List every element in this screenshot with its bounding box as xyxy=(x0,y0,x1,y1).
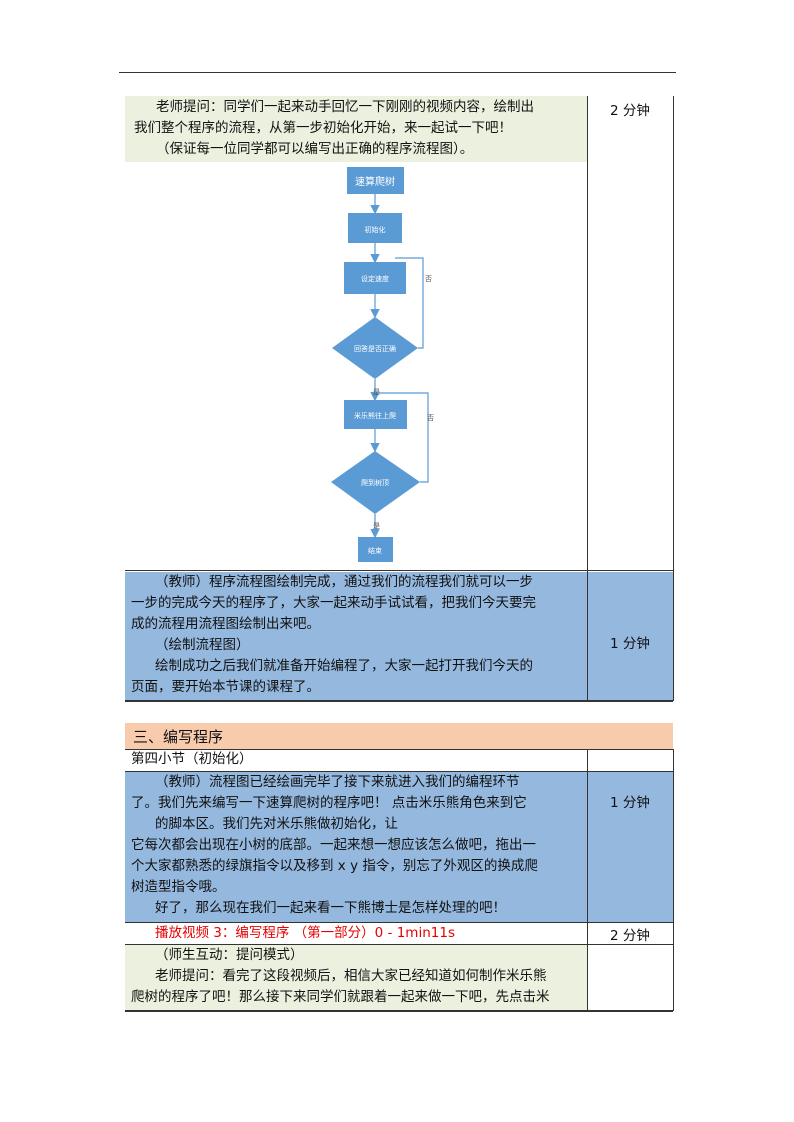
flow-no-label-2: 否 xyxy=(427,414,434,422)
text-line: 老师提问：看完了这段视频后，相信大家已经知道如何制作米乐熊 xyxy=(155,968,547,984)
text-line: （师生互动：提问模式） xyxy=(155,947,304,963)
text-line: 一步的完成今天的程序了，大家一起来动手试试看，把我们今天要完 xyxy=(131,595,536,611)
section3-subheader: 第四小节（初始化） xyxy=(131,751,253,767)
flow-set-box xyxy=(344,262,406,294)
section2-time-cell xyxy=(587,572,673,701)
interaction-text: （师生互动：提问模式） 老师提问：看完了这段视频后，相信大家已经知道如何制作米乐… xyxy=(131,945,585,1008)
flow-top-diamond xyxy=(331,451,420,514)
section1-time: 2 分钟 xyxy=(610,103,650,119)
text-line: 老师提问：同学们一起来动手回忆一下刚刚的视频内容，绘制出 xyxy=(156,99,534,115)
video-time: 2 分钟 xyxy=(610,928,650,944)
section3-text: （教师）流程图已经绘画完毕了接下来就进入我们的编程环节 了。我们先来编写一下速算… xyxy=(131,772,585,919)
section3-time: 1 分钟 xyxy=(610,795,650,811)
section3-header-cell xyxy=(125,723,673,749)
interaction-cell xyxy=(125,945,587,1011)
flow-judge-label: 回答是否正确 xyxy=(354,344,396,353)
section2-text-cell xyxy=(125,572,587,701)
flow-init-box xyxy=(348,213,402,243)
text-line: 我们整个程序的流程，从第一步初始化开始，来一起试一下吧！ xyxy=(134,120,512,136)
text-line: 个大家都熟悉的绿旗指令以及移到 x y 指令，别忘了外观区的换成爬 xyxy=(131,858,538,874)
section2-text: （教师）程序流程图绘制完成，通过我们的流程我们就可以一步 一步的完成今天的程序了… xyxy=(131,572,585,698)
text-line: （保证每一位同学都可以编写出正确的程序流程图）。 xyxy=(156,141,474,157)
section2-time: 1 分钟 xyxy=(610,636,650,652)
text-line: （教师）流程图已经绘画完毕了接下来就进入我们的编程环节 xyxy=(155,774,520,790)
section3-time-cell xyxy=(587,772,673,922)
text-line: （绘制流程图） xyxy=(155,637,250,653)
flow-move-label: 米乐熊往上爬 xyxy=(354,411,396,420)
flow-end-label: 结束 xyxy=(368,546,382,555)
section1-question-text: 老师提问：同学们一起来动手回忆一下刚刚的视频内容，绘制出 我们整个程序的流程，从… xyxy=(134,97,584,160)
flow-end-box xyxy=(358,537,393,562)
flow-init-label: 初始化 xyxy=(365,225,386,234)
text-line: 树造型指令哦。 xyxy=(131,879,226,895)
text-line: 爬树的程序了吧！那么接下来同学们就跟着一起来做一下吧，先点击米 xyxy=(131,989,550,1005)
flow-yes-label-1: 是 xyxy=(373,388,380,396)
page-header-rule xyxy=(119,72,676,73)
flow-start-label: 速算爬树 xyxy=(355,175,395,188)
text-line: 它每次都会出现在小树的底部。一起来想一想应该怎么做吧，拖出一 xyxy=(131,837,536,853)
flow-top-label: 爬到树顶 xyxy=(361,478,389,487)
text-line: 绘制成功之后我们就准备开始编程了，大家一起打开我们今天的 xyxy=(155,658,533,674)
flow-move-box xyxy=(344,400,407,429)
flow-judge-diamond xyxy=(332,317,418,379)
flow-set-label: 设定速度 xyxy=(361,274,389,283)
flow-no-label-1: 否 xyxy=(425,275,432,283)
text-line: 页面，要开始本节课的课程了。 xyxy=(131,679,320,695)
text-line: 了。我们先来编写一下速算爬树的程序吧！ 点击米乐熊角色来到它 xyxy=(131,795,527,811)
flowchart: 速算爬树 初始化 设定速度 回答是否正确 否 是 米乐熊往上爬 爬到树顶 否 是… xyxy=(331,167,434,562)
text-line: （教师）程序流程图绘制完成，通过我们的流程我们就可以一步 xyxy=(155,574,533,590)
video-label: 播放视频 3：编写程序 （第一部分）0 - 1min11s xyxy=(155,925,455,941)
section3-header: 三、编写程序 xyxy=(133,728,224,746)
text-line: 的脚本区。我们先对米乐熊做初始化，让 xyxy=(155,816,398,832)
section1-question-cell xyxy=(125,96,587,162)
text-line: 好了，那么现在我们一起来看一下熊博士是怎样处理的吧！ xyxy=(155,900,506,916)
section3-text-cell xyxy=(125,772,587,922)
text-line: 成的流程用流程图绘制出来吧。 xyxy=(131,616,320,632)
flow-start-box xyxy=(347,167,404,194)
flow-yes-label-2: 是 xyxy=(373,522,380,530)
